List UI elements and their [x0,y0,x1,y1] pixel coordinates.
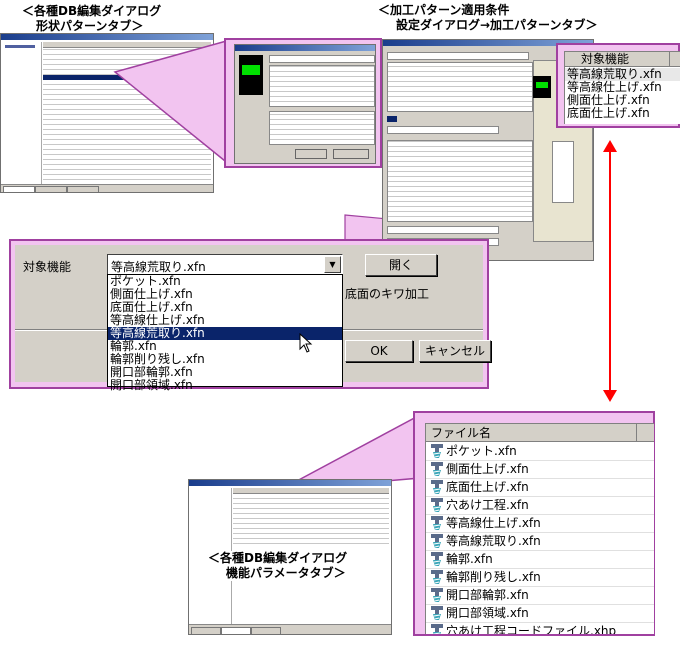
drill-tool-icon [431,462,443,476]
file-list-item[interactable]: 輪郭削り残し.xfn [426,569,654,587]
file-name-label: ポケット.xfn [446,444,517,458]
dropdown-item[interactable]: 開口部領域.xfn [110,378,193,392]
apply-pattern-caption: ＜加工パターン適用条件 設定ダイアログ→加工パターンタブ＞ [378,3,598,32]
target-function-dialog: 対象機能 等高線荒取り.xfn ▼ 開く 底面のキワ加工 OK キャンセル ポケ… [15,245,491,392]
tree-pane [3,42,42,184]
file-name-label: 底面仕上げ.xfn [446,480,529,494]
function-table [233,488,389,548]
target-function-row-0[interactable]: 等高線荒取り.xfn [565,68,680,81]
target-function-rows: 等高線荒取り.xfn 等高線仕上げ.xfn 側面仕上げ.xfn 底面仕上げ.xf… [565,68,680,120]
file-list-item[interactable]: 等高線仕上げ.xfn [426,515,654,533]
second-column [636,443,654,634]
file-rows: ポケット.xfn 側面仕上げ.xfn 底面仕上げ.xfn 穴あけ工程.xfn 等高線仕上… [426,443,654,634]
file-list-item[interactable]: ポケット.xfn [426,443,654,461]
file-name-label: 等高線荒取り.xfn [446,534,541,548]
file-list-item[interactable]: 等高線荒取り.xfn [426,533,654,551]
cancel-button[interactable]: キャンセル [419,340,491,362]
link-arrow [603,140,617,402]
file-list-callout: ファイル名 ポケット.xfn 側面仕上げ.xfn 底面仕上げ.xfn 穴あけ工程.xf… [413,411,655,636]
target-function-callout: 対象機能 等高線荒取り.xfn ▼ 開く 底面のキワ加工 OK キャンセル ポケ… [9,239,491,392]
dropdown-item[interactable]: 等高線仕上げ.xfn [110,313,205,327]
file-list: ファイル名 ポケット.xfn 側面仕上げ.xfn 底面仕上げ.xfn 穴あけ工程.xf… [425,423,654,634]
dropdown-item-selected[interactable]: 等高線荒取り.xfn [108,327,342,340]
drill-tool-icon [431,498,443,512]
target-function-row-2[interactable]: 側面仕上げ.xfn [567,93,650,107]
bottom-edge-text: 底面のキワ加工 [345,287,430,301]
shape-preview [239,55,263,95]
drill-tool-icon [431,534,443,548]
open-button[interactable]: 開く [365,254,437,276]
target-function-row-3[interactable]: 底面仕上げ.xfn [567,106,650,120]
target-function-label: 対象機能 [23,260,72,274]
file-name-label: 輪郭削り残し.xfn [446,570,541,584]
file-list-item[interactable]: 開口部領域.xfn [426,605,654,623]
dropdown-item[interactable]: 底面仕上げ.xfn [110,300,193,314]
func-param-screenshot [188,479,392,635]
target-function-header: 対象機能 [565,52,680,67]
target-function-dropdown[interactable]: ポケット.xfn 側面仕上げ.xfn 底面仕上げ.xfn 等高線仕上げ.xfn … [107,274,343,392]
dropdown-item[interactable]: 側面仕上げ.xfn [110,287,193,301]
file-list-item[interactable]: 穴あけ工程コードファイル.xhp [426,623,654,634]
selected-row [43,75,127,80]
title-bar [1,34,213,40]
file-name-label: 等高線仕上げ.xfn [446,516,541,530]
shape-detail-callout [224,38,382,168]
drill-tool-icon [431,588,443,602]
dropdown-item[interactable]: ポケット.xfn [110,274,181,288]
drill-tool-icon [431,624,443,634]
target-function-combo[interactable]: 等高線荒取り.xfn ▼ [107,254,343,276]
shape-tab-caption: ＜各種DB編集ダイアログ 形状パターンタブ＞ [22,4,162,33]
drill-tool-icon [431,444,443,458]
file-name-header: ファイル名 [426,424,654,442]
file-list-item[interactable]: 側面仕上げ.xfn [426,461,654,479]
target-function-zoom: 対象機能 等高線荒取り.xfn 等高線仕上げ.xfn 側面仕上げ.xfn 底面仕… [556,43,680,128]
drill-tool-icon [431,606,443,620]
drill-tool-icon [431,570,443,584]
file-list-item[interactable]: 輪郭.xfn [426,551,654,569]
dropdown-item[interactable]: 輪郭削り残し.xfn [110,352,205,366]
tab-strip [1,184,213,192]
dropdown-item[interactable]: 開口部輪郭.xfn [110,365,193,379]
file-name-label: 開口部輪郭.xfn [446,588,529,602]
file-name-label: 穴あけ工程.xfn [446,498,529,512]
file-name-label: 側面仕上げ.xfn [446,462,529,476]
mouse-cursor-icon [299,333,313,353]
drill-tool-icon [431,552,443,566]
file-list-item[interactable]: 穴あけ工程.xfn [426,497,654,515]
drill-tool-icon [431,480,443,494]
dropdown-item[interactable]: 輪郭.xfn [110,339,157,353]
chevron-down-icon[interactable]: ▼ [324,256,341,273]
file-name-label: 開口部領域.xfn [446,606,529,620]
file-name-label: 穴あけ工程コードファイル.xhp [446,624,617,634]
drill-tool-icon [431,516,443,530]
ok-button[interactable]: OK [345,340,413,362]
tab-strip [189,624,391,634]
shape-detail-dialog [234,44,376,164]
target-function-row-1[interactable]: 等高線仕上げ.xfn [567,80,662,94]
file-list-item[interactable]: 開口部輪郭.xfn [426,587,654,605]
file-list-item[interactable]: 底面仕上げ.xfn [426,479,654,497]
file-name-label: 輪郭.xfn [446,552,493,566]
func-param-caption: ＜各種DB編集ダイアログ 機能パラメータタブ＞ [208,551,348,581]
combo-value: 等高線荒取り.xfn [111,260,206,274]
